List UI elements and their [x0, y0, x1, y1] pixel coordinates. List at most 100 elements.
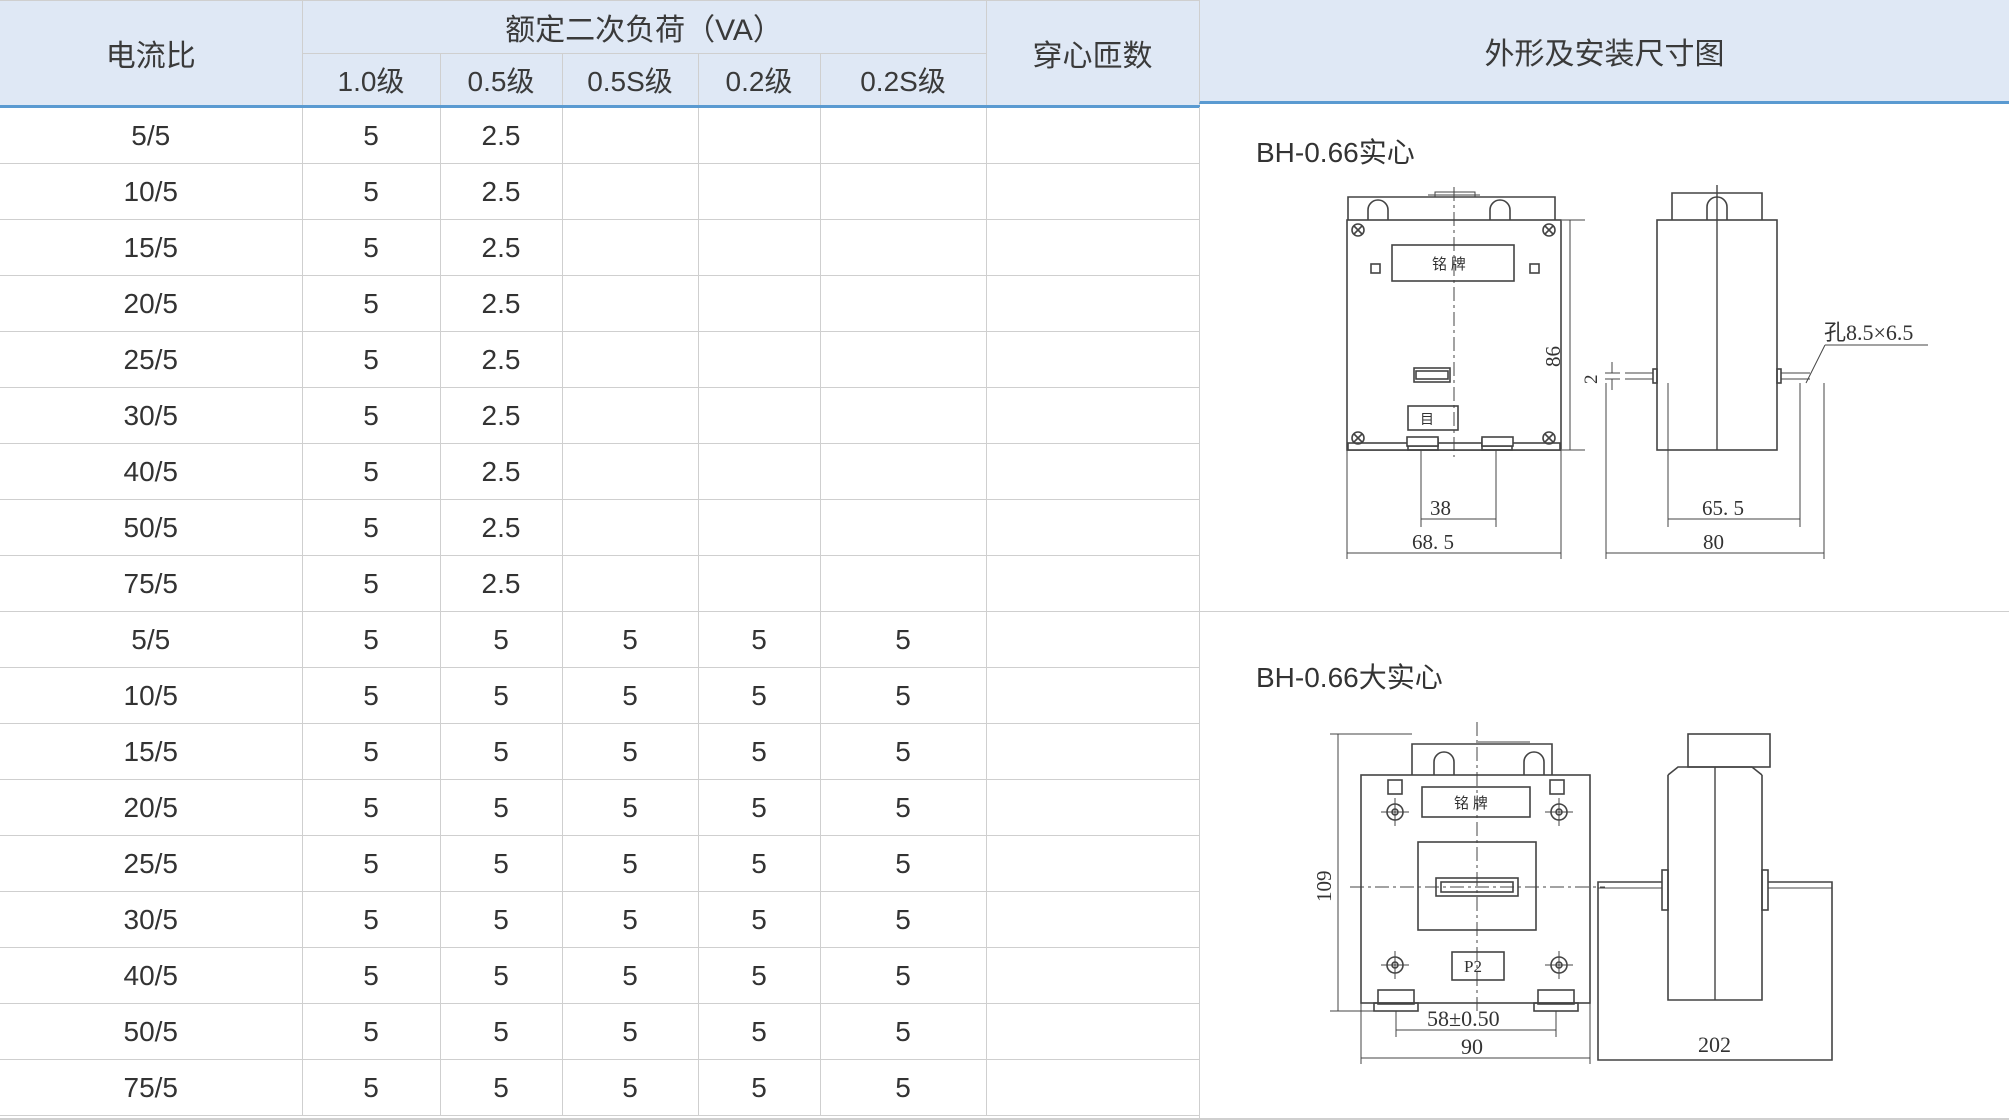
cell-current-ratio: 40/5 [0, 443, 303, 500]
nameplate-label: 铭 牌 [1454, 795, 1488, 812]
cell-burden: 5 [697, 835, 821, 892]
cell-burden: 5 [697, 667, 821, 724]
dim-80: 80 [1703, 530, 1724, 554]
cell-burden: 5 [697, 1059, 821, 1116]
cell-current-ratio: 75/5 [0, 1059, 303, 1116]
dim-68-5: 68. 5 [1412, 530, 1454, 554]
cell-current-ratio: 50/5 [0, 499, 303, 556]
cell-burden: 5 [819, 611, 987, 668]
cell-turns [985, 163, 1200, 220]
drawing-title: BH-0.66实心 [1256, 137, 1415, 168]
cell-current-ratio: 25/5 [0, 835, 303, 892]
cell-burden: 5 [819, 835, 987, 892]
cell-turns [985, 219, 1200, 276]
cell-current-ratio: 5/5 [0, 611, 303, 668]
cell-burden: 5 [697, 611, 821, 668]
cell-turns [985, 387, 1200, 444]
cell-burden: 5 [819, 1003, 987, 1060]
cell-burden: 5 [439, 891, 563, 948]
cell-burden: 5 [697, 723, 821, 780]
cell-burden [561, 331, 699, 388]
cell-turns [985, 723, 1200, 780]
cell-burden: 5 [439, 947, 563, 1004]
cell-burden: 5 [561, 835, 699, 892]
dim-65-5: 65. 5 [1702, 496, 1744, 520]
terminal-mark: 目 [1420, 413, 1434, 428]
cell-burden: 5 [819, 667, 987, 724]
cell-turns [985, 443, 1200, 500]
cell-burden: 5 [301, 1003, 441, 1060]
cell-burden: 5 [561, 611, 699, 668]
cell-burden [697, 106, 821, 164]
cell-burden [697, 163, 821, 220]
cell-burden [819, 387, 987, 444]
header-drawing: 外形及安装尺寸图 [1199, 0, 2009, 104]
cell-burden: 5 [561, 1003, 699, 1060]
cell-current-ratio: 10/5 [0, 163, 303, 220]
header-turns: 穿心匝数 [985, 0, 1200, 108]
cell-burden: 5 [301, 779, 441, 836]
drawing-panel-large-solid: BH-0.66大实心 [1199, 612, 2009, 1119]
drawing-panel-solid: BH-0.66实心 [1199, 107, 2009, 612]
cell-burden: 2.5 [439, 443, 563, 500]
dim-202: 202 [1698, 1032, 1731, 1057]
cell-burden: 5 [301, 835, 441, 892]
cell-burden [697, 555, 821, 612]
cell-turns [985, 555, 1200, 612]
drawing-column: 外形及安装尺寸图 BH-0.66实心 [1199, 0, 2009, 1120]
cell-burden [561, 163, 699, 220]
cell-turns [985, 1003, 1200, 1060]
cell-current-ratio: 75/5 [0, 555, 303, 612]
cell-burden: 5 [439, 667, 563, 724]
spec-table: 电流比 额定二次负荷（VA） 穿心匝数 1.0级 0.5级 0.5S级 0.2级… [0, 0, 1200, 1116]
cell-burden: 5 [439, 1003, 563, 1060]
cell-burden: 5 [301, 611, 441, 668]
terminal-p2: P2 [1464, 957, 1482, 976]
cell-burden: 2.5 [439, 106, 563, 164]
cell-burden: 5 [561, 723, 699, 780]
cell-burden [819, 499, 987, 556]
cell-burden: 5 [301, 219, 441, 276]
cell-burden: 5 [301, 499, 441, 556]
cell-burden: 5 [561, 667, 699, 724]
cell-burden [561, 443, 699, 500]
cell-burden: 5 [561, 779, 699, 836]
cell-burden [561, 499, 699, 556]
cell-burden [697, 219, 821, 276]
cell-turns [985, 947, 1200, 1004]
cell-burden: 2.5 [439, 275, 563, 332]
cell-burden: 5 [301, 947, 441, 1004]
cell-burden: 5 [301, 667, 441, 724]
cell-burden: 5 [439, 1059, 563, 1116]
cell-burden: 2.5 [439, 387, 563, 444]
cell-burden: 5 [819, 779, 987, 836]
cell-turns [985, 1059, 1200, 1116]
cell-burden [697, 387, 821, 444]
drawing-bh066-solid-labels: 铭 牌 38 68. 5 65. 5 80 86 2 孔8.5×6.5 [1412, 256, 1913, 554]
cell-burden: 5 [697, 779, 821, 836]
cell-turns [985, 106, 1200, 164]
dim-38: 38 [1430, 496, 1451, 520]
cell-current-ratio: 15/5 [0, 723, 303, 780]
header-current-ratio: 电流比 [0, 0, 303, 108]
cell-burden: 5 [561, 1059, 699, 1116]
cell-turns [985, 667, 1200, 724]
dim-90: 90 [1461, 1034, 1483, 1059]
dim-2: 2 [1581, 375, 1602, 385]
cell-burden: 5 [301, 1059, 441, 1116]
drawing-bh066-solid: 目 [1346, 185, 1928, 559]
dim-109: 109 [1312, 871, 1336, 903]
cell-current-ratio: 10/5 [0, 667, 303, 724]
cell-burden [819, 555, 987, 612]
cell-burden: 5 [819, 891, 987, 948]
